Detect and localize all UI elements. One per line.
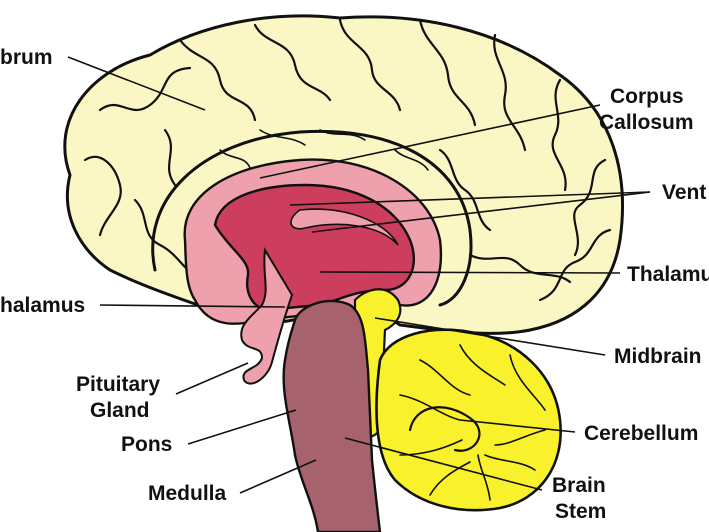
cerebellum-shape: [375, 328, 562, 512]
ventricle-inner: [290, 208, 399, 246]
label-medulla: Medulla: [148, 482, 226, 505]
label-pituitary-2: Gland: [90, 399, 150, 422]
brain-stem-shape: [282, 299, 382, 532]
label-cerebellum: Cerebellum: [584, 422, 698, 445]
label-cerebrum: brum: [0, 46, 53, 69]
label-brain-stem-2: Stem: [555, 500, 606, 523]
corpus-callosum: [151, 129, 473, 307]
label-brain-stem-1: Brain: [552, 474, 606, 497]
label-thalamus: Thalamu: [627, 263, 709, 286]
label-hypothalamus: halamus: [0, 294, 85, 317]
label-corpus-callosum-2: Callosum: [599, 111, 694, 134]
pituitary-gland-shape: [240, 246, 294, 385]
leader-lines: [67, 56, 651, 494]
label-midbrain: Midbrain: [614, 345, 702, 368]
label-pons: Pons: [121, 433, 172, 456]
label-pituitary-1: Pituitary: [76, 373, 160, 396]
label-ventricles: Vent: [662, 181, 706, 204]
label-corpus-callosum-1: Corpus: [610, 85, 684, 108]
